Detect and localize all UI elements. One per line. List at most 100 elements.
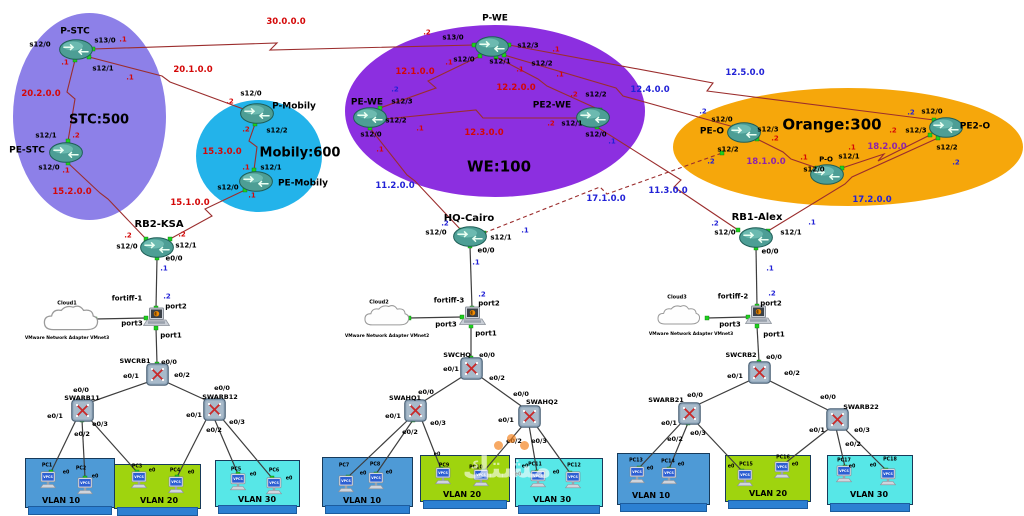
router-hq-cairo[interactable] <box>453 225 487 247</box>
router-p-o[interactable] <box>810 163 844 185</box>
router-rb2-ksa[interactable] <box>140 236 174 258</box>
pc-pc15[interactable]: VPCS <box>735 469 755 487</box>
ethernet-link[interactable] <box>94 317 147 320</box>
ethernet-link[interactable] <box>87 416 138 473</box>
ethernet-link[interactable] <box>176 415 209 478</box>
ethernet-link[interactable] <box>765 378 833 413</box>
label-s12-1: s12/1 <box>35 131 57 140</box>
serial-link[interactable] <box>756 138 818 169</box>
serial-link[interactable] <box>169 189 246 240</box>
ethernet-link[interactable] <box>213 417 239 475</box>
switch-swarb12[interactable] <box>202 397 226 421</box>
ethernet-link[interactable] <box>706 316 749 319</box>
serial-link[interactable] <box>841 134 931 169</box>
firewall-fortiff-1[interactable] <box>142 307 170 330</box>
switch-swahq2[interactable] <box>517 404 541 428</box>
ethernet-link[interactable] <box>528 424 538 473</box>
pc-pc3[interactable]: VPCS <box>129 471 149 489</box>
serial-link[interactable] <box>379 55 481 109</box>
ethernet-link[interactable] <box>155 257 158 309</box>
cloud-cloud3[interactable] <box>650 304 706 329</box>
serial-link[interactable] <box>384 109 580 120</box>
ethernet-link[interactable] <box>477 374 525 409</box>
serial-link[interactable] <box>508 44 935 121</box>
pc-pc12[interactable]: VPCS <box>563 471 583 489</box>
serial-link[interactable] <box>483 152 723 234</box>
switch-swarb22[interactable] <box>825 407 849 431</box>
firewall-fortiff-3[interactable] <box>458 306 486 329</box>
ethernet-link[interactable] <box>783 426 832 465</box>
serial-link[interactable] <box>88 56 247 111</box>
router-p-stc[interactable] <box>59 38 93 60</box>
ethernet-link[interactable] <box>87 380 152 404</box>
ethernet-link[interactable] <box>842 426 887 471</box>
svg-text:VPCS: VPCS <box>632 470 642 474</box>
pc-pc9[interactable]: VPCS <box>433 467 453 485</box>
label-s12-0: s12/0 <box>585 130 607 139</box>
pc-pc5[interactable]: VPCS <box>228 473 248 491</box>
pc-pc17[interactable]: VPCS <box>834 465 854 483</box>
ethernet-link[interactable] <box>375 419 414 475</box>
ethernet-link[interactable] <box>668 422 689 470</box>
router-pe-stc[interactable] <box>49 141 83 163</box>
router-p-we[interactable] <box>475 35 509 57</box>
ethernet-link[interactable] <box>408 316 463 319</box>
ethernet-link[interactable] <box>835 427 846 468</box>
ethernet-link[interactable] <box>155 327 158 365</box>
pc-pc1[interactable]: VPCS <box>38 471 58 489</box>
ethernet-link[interactable] <box>534 423 571 474</box>
router-pe2-we[interactable] <box>576 106 610 128</box>
pc-pc8[interactable]: VPCS <box>366 472 386 490</box>
switch-swarb21[interactable] <box>677 401 701 425</box>
router-pe-we[interactable] <box>353 106 387 128</box>
cloud-cloud2[interactable] <box>361 303 411 331</box>
router-pe-o[interactable] <box>727 121 761 143</box>
switch-swahq1[interactable] <box>403 398 427 422</box>
serial-link[interactable] <box>369 127 462 231</box>
switch-swcrb1[interactable] <box>145 362 169 386</box>
ethernet-link[interactable] <box>483 423 525 472</box>
pc-pc7[interactable]: VPCS <box>336 475 356 493</box>
pc-pc14[interactable]: VPCS <box>659 467 679 485</box>
router-rb1-alex[interactable] <box>739 226 773 248</box>
ethernet-link[interactable] <box>219 415 273 479</box>
ethernet-link[interactable] <box>347 418 410 478</box>
cloud-cloud1[interactable] <box>39 304 101 336</box>
ethernet-link[interactable] <box>694 378 754 407</box>
ethernet-link[interactable] <box>163 380 211 403</box>
firewall-fortiff-2[interactable] <box>744 305 772 328</box>
ethernet-link[interactable] <box>469 245 473 309</box>
router-pe2-o[interactable] <box>929 116 963 138</box>
switch-swchq[interactable] <box>459 356 483 380</box>
pc-pc2[interactable]: VPCS <box>75 477 95 495</box>
ethernet-link[interactable] <box>756 325 760 363</box>
label-pe-we: PE-WE <box>350 97 384 108</box>
pc-pc10[interactable]: VPCS <box>471 469 491 487</box>
ethernet-link[interactable] <box>694 420 743 472</box>
switch-swcrb2[interactable] <box>747 360 771 384</box>
ethernet-link[interactable] <box>420 417 442 470</box>
ethernet-link[interactable] <box>420 374 466 404</box>
serial-link[interactable] <box>66 59 76 142</box>
ethernet-link[interactable] <box>50 417 78 473</box>
router-p-mobily[interactable] <box>240 102 274 124</box>
ethernet-link[interactable] <box>81 419 86 479</box>
switch-swarb11[interactable] <box>70 398 94 422</box>
serial-link[interactable] <box>767 137 939 232</box>
pc-pc16[interactable]: VPCS <box>772 461 792 479</box>
ethernet-link[interactable] <box>638 420 684 469</box>
pc-pc6[interactable]: VPCS <box>264 477 284 495</box>
pc-pc13[interactable]: VPCS <box>627 466 647 484</box>
pc-pc4[interactable]: VPCS <box>166 476 186 494</box>
svg-text:VPCS: VPCS <box>839 469 849 473</box>
serial-link[interactable] <box>503 54 735 128</box>
serial-link[interactable] <box>248 123 258 171</box>
ethernet-link[interactable] <box>755 247 758 307</box>
router-pe-mobily[interactable] <box>239 170 273 192</box>
pc-pc11[interactable]: VPCS <box>528 470 548 488</box>
serial-link[interactable] <box>596 126 739 231</box>
serial-link[interactable] <box>67 162 147 240</box>
serial-link[interactable] <box>495 56 601 111</box>
serial-link[interactable] <box>92 42 475 51</box>
pc-pc18[interactable]: VPCS <box>878 468 898 486</box>
